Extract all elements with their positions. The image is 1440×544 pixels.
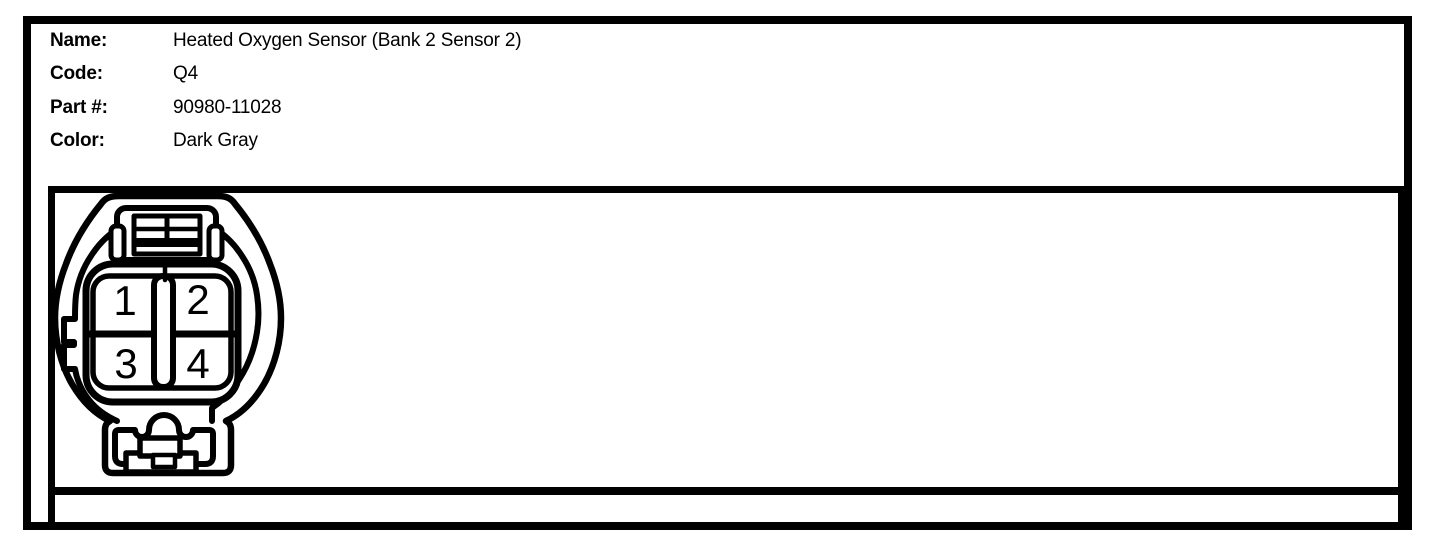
code-value: Q4 (173, 63, 198, 85)
name-value: Heated Oxygen Sensor (Bank 2 Sensor 2) (173, 29, 522, 51)
pin-1-label: 1 (113, 277, 136, 324)
info-header: Name: Heated Oxygen Sensor (Bank 2 Senso… (50, 24, 522, 159)
foot-tab-slot (150, 452, 178, 470)
field-row-part-number: Part #: 90980-11028 (50, 91, 521, 125)
field-row-color: Color: Dark Gray (50, 125, 521, 159)
latch-rail-left (108, 223, 127, 263)
pin-2-label: 2 (186, 276, 209, 323)
pin-4-label: 4 (186, 340, 209, 387)
color-label: Color: (50, 130, 105, 152)
center-keyway-pill (151, 273, 176, 390)
connector-inner-contour-right (209, 227, 262, 424)
latch-rail-right (206, 223, 225, 263)
connector-diagram: 1 2 3 4 (51, 192, 285, 477)
part-number-value: 90980-11028 (173, 96, 282, 118)
name-label: Name: (50, 29, 108, 51)
diagram-footer-divider (48, 487, 1405, 495)
field-row-code: Code: Q4 (50, 58, 521, 92)
part-number-label: Part #: (50, 96, 108, 118)
color-value: Dark Gray (173, 130, 258, 152)
field-row-name: Name: Heated Oxygen Sensor (Bank 2 Senso… (50, 24, 522, 58)
pin-3-label: 3 (114, 340, 137, 387)
code-label: Code: (50, 63, 103, 85)
connector-inner-contour-left (61, 227, 120, 424)
